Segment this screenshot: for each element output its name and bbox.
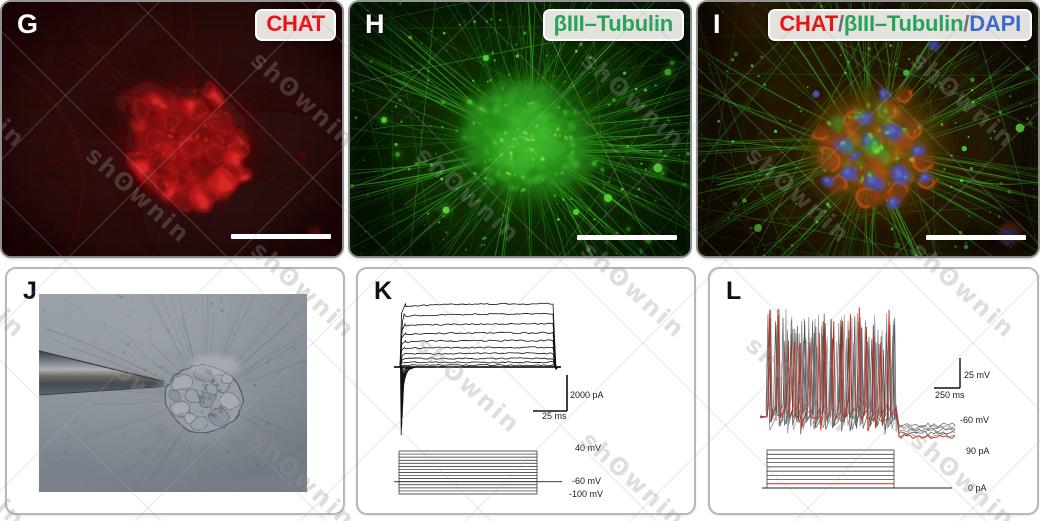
k-step-top-label: 40 mV <box>575 443 602 453</box>
k-x-scale-label: 25 ms <box>542 411 567 421</box>
panel-g: G CHAT <box>2 2 342 256</box>
badge-text-segment: CHAT <box>779 11 838 36</box>
panel-label-h: H <box>365 9 385 39</box>
badge-text-segment: CHAT <box>266 11 325 36</box>
badge-text-segment: βIII–Tubulin <box>843 11 964 36</box>
panel-i: I CHAT/βIII–Tubulin/DAPI <box>698 2 1038 256</box>
badge-merge: CHAT/βIII–Tubulin/DAPI <box>768 9 1032 41</box>
voltage-clamp-traces <box>394 302 568 495</box>
scale-bar <box>926 235 1026 240</box>
l-x-scale-label: 250 ms <box>935 390 965 400</box>
panel-h: H βIII–Tubulin <box>350 2 690 256</box>
micrograph-merge <box>698 2 1038 256</box>
l-step-top-label: 90 pA <box>966 446 990 456</box>
panel-label-k: K <box>374 277 393 305</box>
badge-text-segment: / <box>963 11 970 36</box>
badge-chat: CHAT <box>255 9 336 41</box>
panel-j: J <box>5 267 345 515</box>
l-step-bottom-label: 0 pA <box>968 483 987 493</box>
micrograph-tubulin-green <box>350 2 690 256</box>
k-y-scale-label: 2000 pA <box>570 390 604 400</box>
badge-text-segment: / <box>838 11 844 36</box>
panel-l: L 25 mV 250 ms -60 mV 90 pA 0 pA <box>708 267 1039 515</box>
panel-label-i: I <box>713 9 721 39</box>
micrograph-brightfield <box>39 294 307 492</box>
panel-label-l: L <box>726 277 742 305</box>
panel-label-j: J <box>23 277 37 305</box>
badge-tubulin: βIII–Tubulin <box>542 9 684 41</box>
l-y-scale-label: 25 mV <box>964 370 991 380</box>
k-step-hold-label: -60 mV <box>572 476 602 486</box>
current-clamp-traces <box>759 307 961 489</box>
l-rest-label: -60 mV <box>960 415 990 425</box>
panel-k: K 2000 pA 25 ms 40 mV -60 mV -100 mV <box>356 267 696 515</box>
scale-bar <box>231 234 331 239</box>
k-step-bottom-label: -100 mV <box>569 489 604 499</box>
badge-text-segment: DAPI <box>969 11 1021 36</box>
badge-text-segment: βIII–Tubulin <box>553 11 674 36</box>
scale-bar <box>577 235 677 240</box>
panel-label-g: G <box>17 9 39 39</box>
micrograph-chat-red <box>2 2 342 256</box>
